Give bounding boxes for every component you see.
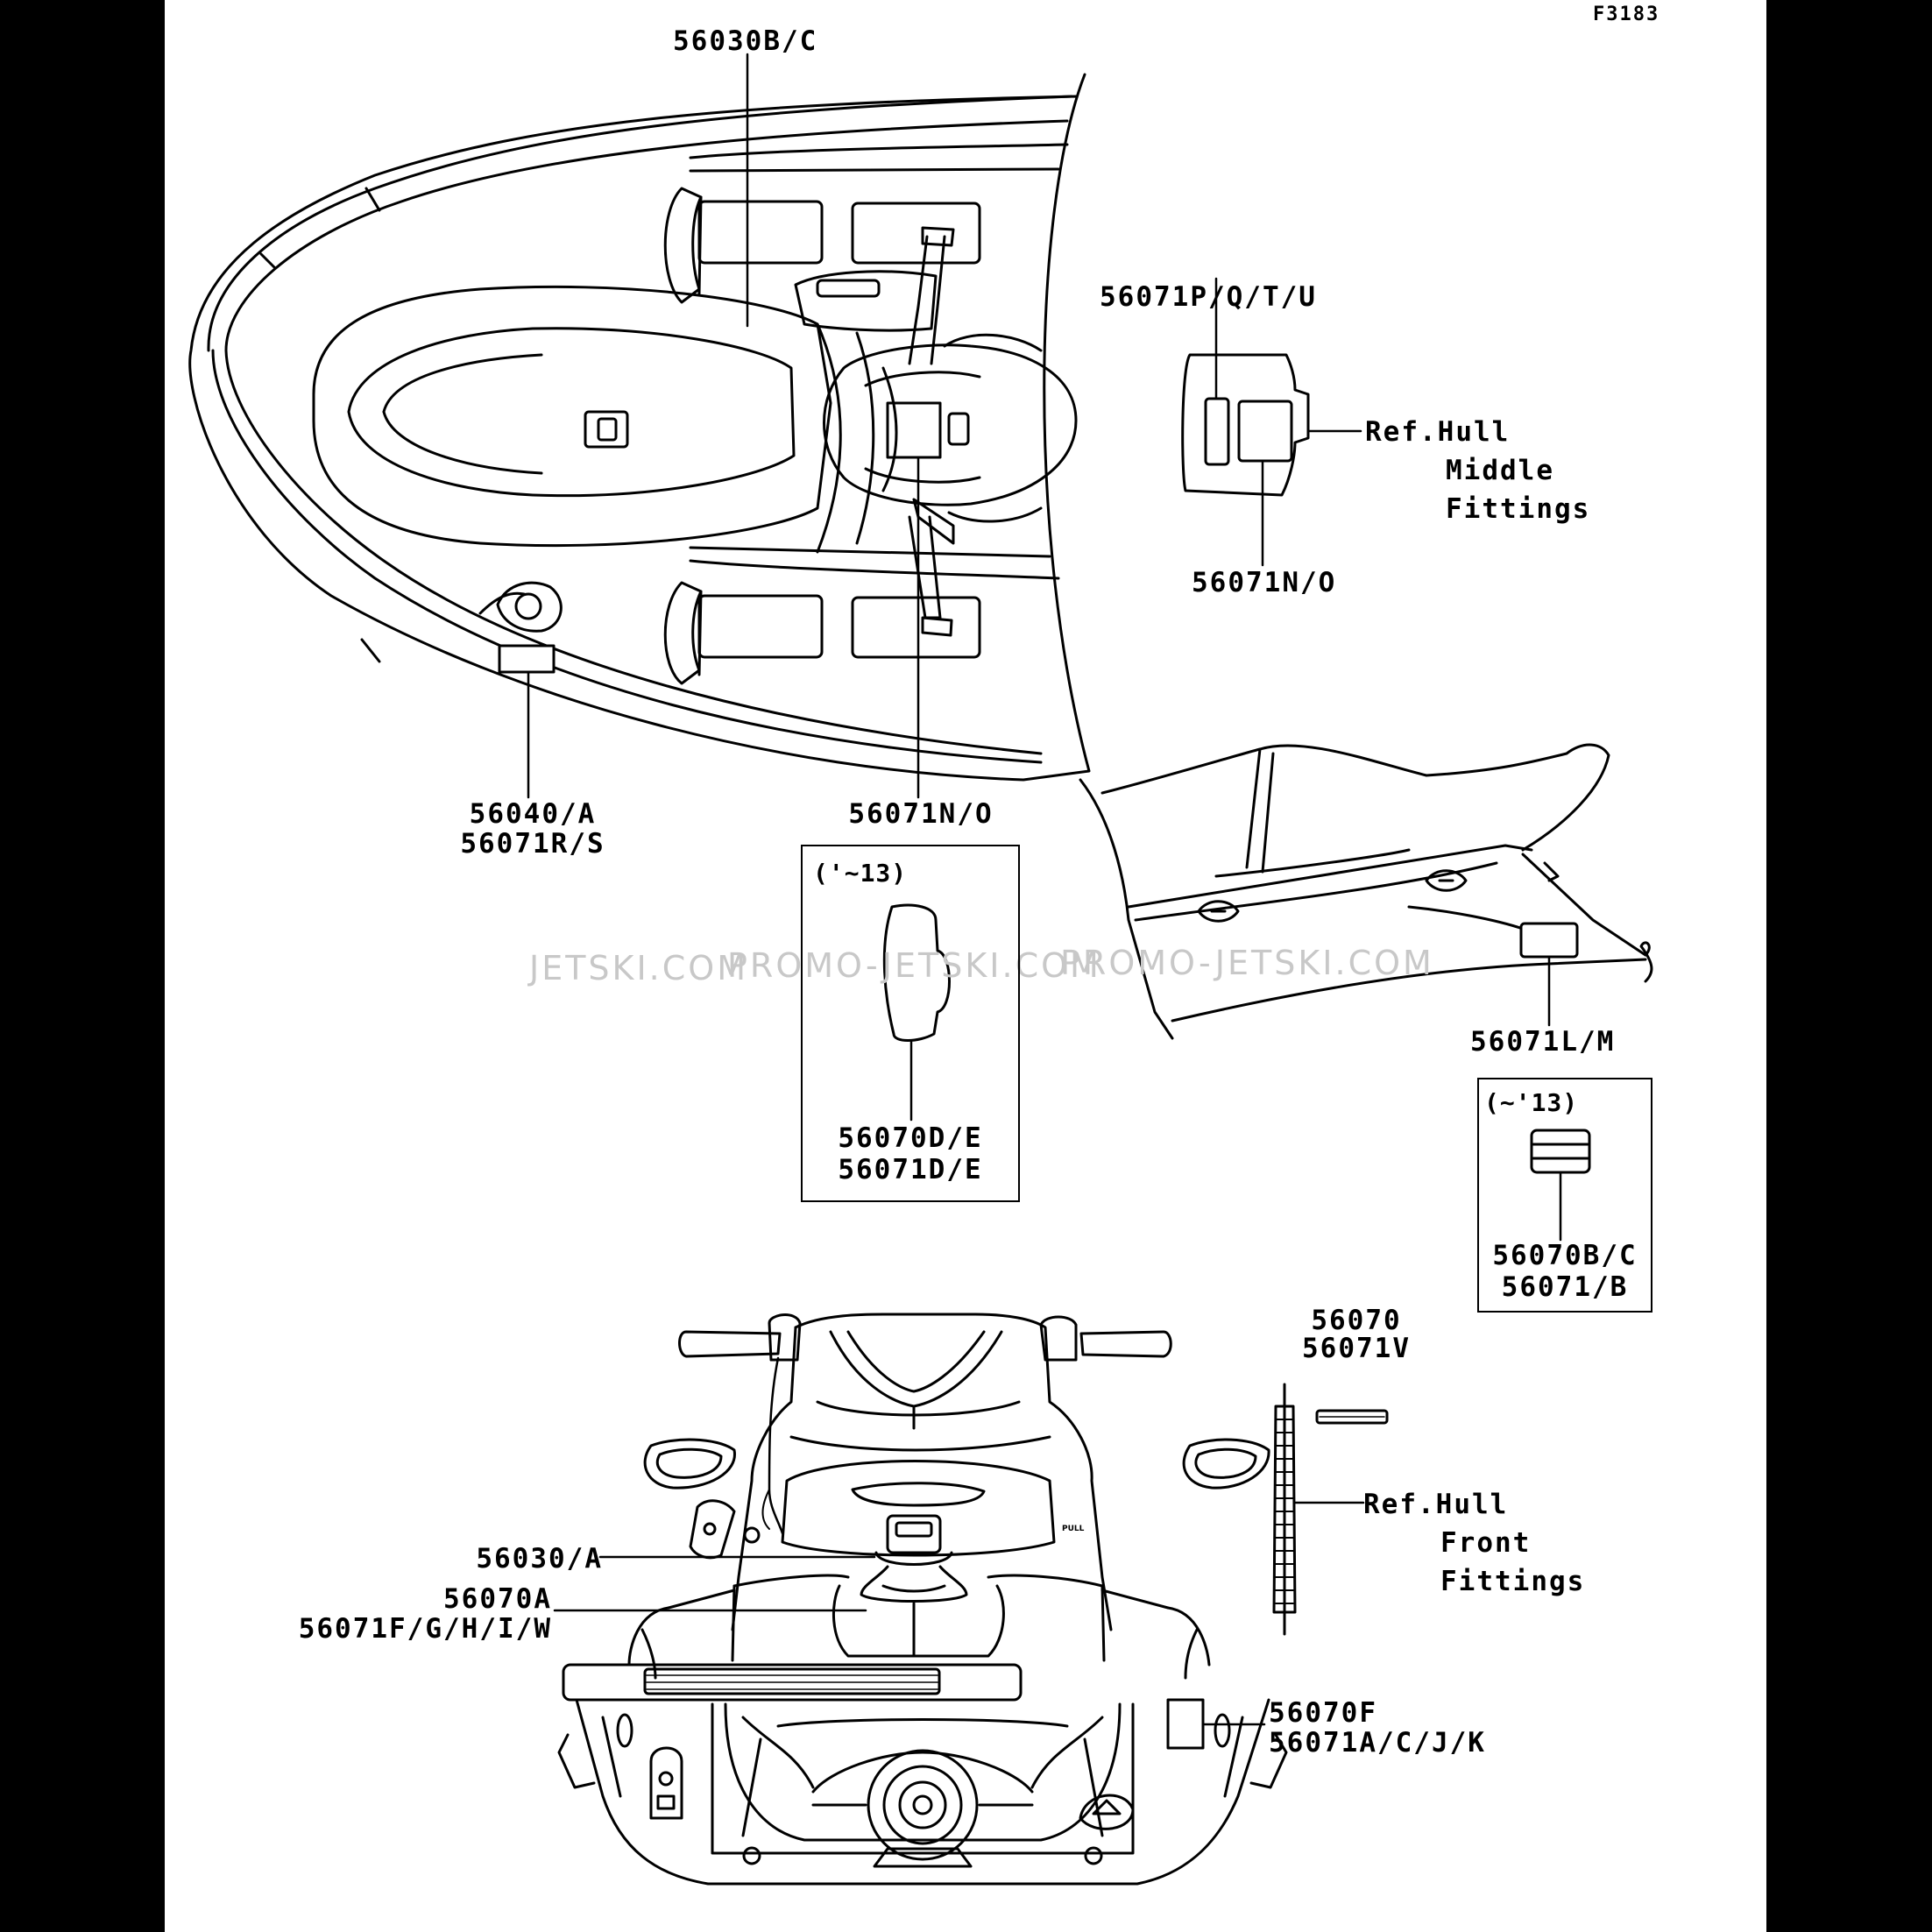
box-right-range: (~'13) <box>1484 1088 1579 1117</box>
label-56070a: 56070A <box>443 1583 552 1615</box>
rear-view-hull <box>557 1313 1288 1886</box>
pull-decal-text: PULL <box>1062 1525 1085 1533</box>
label-56071lm: 56071L/M <box>1470 1026 1616 1058</box>
label-56071pqtu: 56071P/Q/T/U <box>1100 281 1317 313</box>
label-56071acjk: 56071A/C/J/K <box>1269 1727 1486 1759</box>
top-view-hull <box>188 73 1091 782</box>
label-56070f: 56070F <box>1269 1697 1377 1729</box>
leader-lines-top <box>527 53 920 799</box>
box-right <box>1477 1078 1652 1313</box>
diagram-sheet: JETSKI.COM PROMO-JETSKI.COM PROMO-JETSKI… <box>165 0 1766 1932</box>
figure-code: F3183 <box>1593 4 1660 25</box>
label-56071v: 56071V <box>1302 1333 1411 1364</box>
label-56071no-center: 56071N/O <box>848 798 994 830</box>
ref-hull-middle-2: Middle <box>1446 455 1554 486</box>
watermark-jetski: JETSKI.COM <box>529 949 748 987</box>
leader-lines-rear <box>553 1555 1266 1726</box>
ref-hull-front-2: Front <box>1440 1527 1532 1559</box>
label-56040a: 56040/A <box>469 798 597 830</box>
label-56070bc: 56070B/C <box>1492 1240 1638 1271</box>
ref-hull-middle-3: Fittings <box>1446 493 1591 525</box>
ref-hull-middle-1: Ref.Hull <box>1365 416 1511 448</box>
watermark-promo-1: PROMO-JETSKI.COM <box>727 946 1101 985</box>
label-56071rs: 56071R/S <box>460 828 605 860</box>
middle-fittings-detail <box>1181 277 1362 567</box>
label-56071fghiw: 56071F/G/H/I/W <box>298 1613 552 1645</box>
label-56070de: 56070D/E <box>838 1122 983 1154</box>
seat-side-view <box>1079 743 1653 1040</box>
parts-diagram-art <box>188 53 1653 1886</box>
label-56071no-right: 56071N/O <box>1192 567 1337 598</box>
watermark-promo-2: PROMO-JETSKI.COM <box>1060 944 1434 982</box>
label-56071de: 56071D/E <box>838 1154 983 1185</box>
box-right-detail <box>1530 1129 1591 1242</box>
box-left-detail <box>882 903 951 1122</box>
label-56030bc: 56030B/C <box>673 25 818 57</box>
label-56030a: 56030/A <box>476 1543 603 1575</box>
label-56071b: 56071/B <box>1501 1271 1629 1303</box>
box-left-range: ('~13) <box>813 859 908 888</box>
ref-hull-front-3: Fittings <box>1440 1566 1586 1597</box>
ref-hull-front-1: Ref.Hull <box>1363 1489 1509 1520</box>
box-left <box>801 845 1020 1202</box>
front-fittings-detail <box>1272 1383 1389 1636</box>
label-56070: 56070 <box>1311 1305 1402 1336</box>
